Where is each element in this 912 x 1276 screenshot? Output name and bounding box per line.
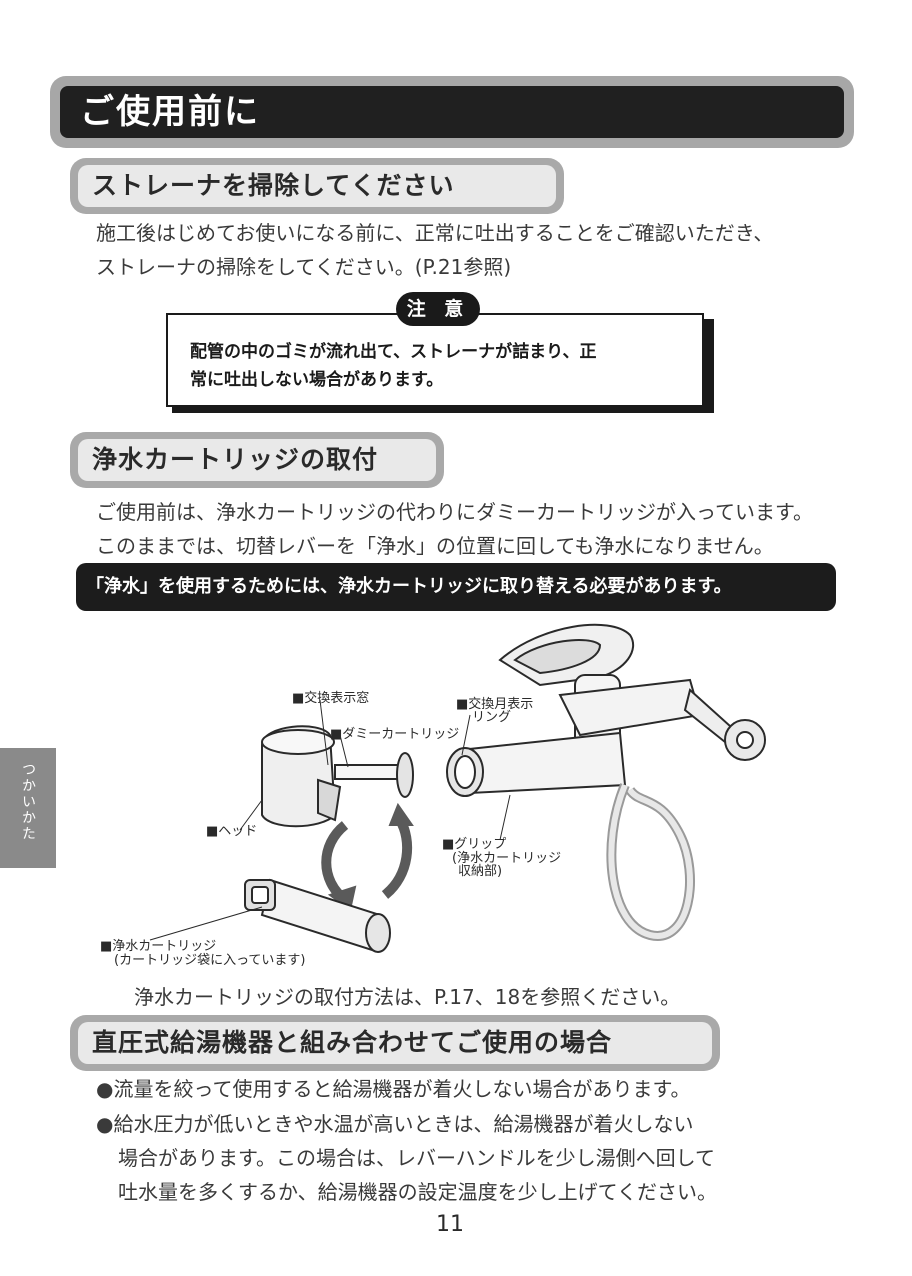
label-exchange-month-ring-2: リング: [472, 710, 512, 725]
caution-badge: 注 意: [396, 292, 480, 326]
page-title: ご使用前に: [80, 92, 260, 132]
label-exchange-window: ■交換表示窓: [292, 691, 370, 706]
caution-line-2: 常に吐出しない場合があります。: [190, 370, 444, 390]
figure-note: 浄水カートリッジの取付方法は、P.17、18を参照ください。: [134, 985, 681, 1009]
section2-heading: 浄水カートリッジの取付: [78, 439, 436, 481]
caution-text: 配管の中のゴミが流れ出て、ストレーナが詰まり、正 常に吐出しない場合があります。: [190, 338, 700, 394]
requirement-banner: 「浄水」を使用するためには、浄水カートリッジに取り替える必要があります。: [76, 563, 836, 611]
side-tab: [0, 748, 56, 868]
label-dummy-cartridge: ■ダミーカートリッジ: [330, 727, 460, 742]
section2-text-line-1: ご使用前は、浄水カートリッジの代わりにダミーカートリッジが入っています。: [96, 500, 813, 524]
label-grip-3: 収納部): [458, 864, 503, 879]
label-filter-cartridge-1: ■浄水カートリッジ: [100, 939, 217, 954]
label-exchange-month-ring-1: ■交換月表示: [456, 697, 534, 712]
section1-text-line-2: ストレーナの掃除をしてください。(P.21参照): [96, 255, 512, 279]
section3-bullet-2-line-3: 吐水量を多くするか、給湯機器の設定温度を少し上げてください。: [118, 1180, 717, 1204]
cartridge-illustration: [149, 623, 766, 953]
section1-text-line-1: 施工後はじめてお使いになる前に、正常に吐出することをご確認いただき、: [96, 221, 774, 245]
caution-box: [166, 313, 704, 407]
section3-heading: 直圧式給湯機器と組み合わせてご使用の場合: [78, 1022, 712, 1064]
label-grip-2: (浄水カートリッジ: [452, 851, 562, 866]
side-tab-label: つかいかた: [20, 762, 36, 842]
caution-line-1: 配管の中のゴミが流れ出て、ストレーナが詰まり、正: [190, 342, 597, 362]
section3-bullet-2-line-2: 場合があります。この場合は、レバーハンドルを少し湯側へ回して: [118, 1146, 715, 1170]
section1-heading: ストレーナを掃除してください: [78, 165, 556, 207]
label-grip-1: ■グリップ: [442, 837, 507, 852]
label-head: ■ヘッド: [206, 824, 258, 839]
page-title-bar: [60, 86, 844, 138]
section3-bullet-1: ●流量を絞って使用すると給湯機器が着火しない場合があります。: [96, 1077, 691, 1101]
section2-text-line-2: このままでは、切替レバーを「浄水」の位置に回しても浄水になりません。: [96, 534, 774, 558]
section3-bullet-2-line-1: ●給水圧力が低いときや水温が高いときは、給湯機器が着火しない: [96, 1112, 694, 1136]
label-filter-cartridge-2: (カートリッジ袋に入っています): [114, 953, 306, 968]
page-number: 11: [436, 1212, 464, 1237]
